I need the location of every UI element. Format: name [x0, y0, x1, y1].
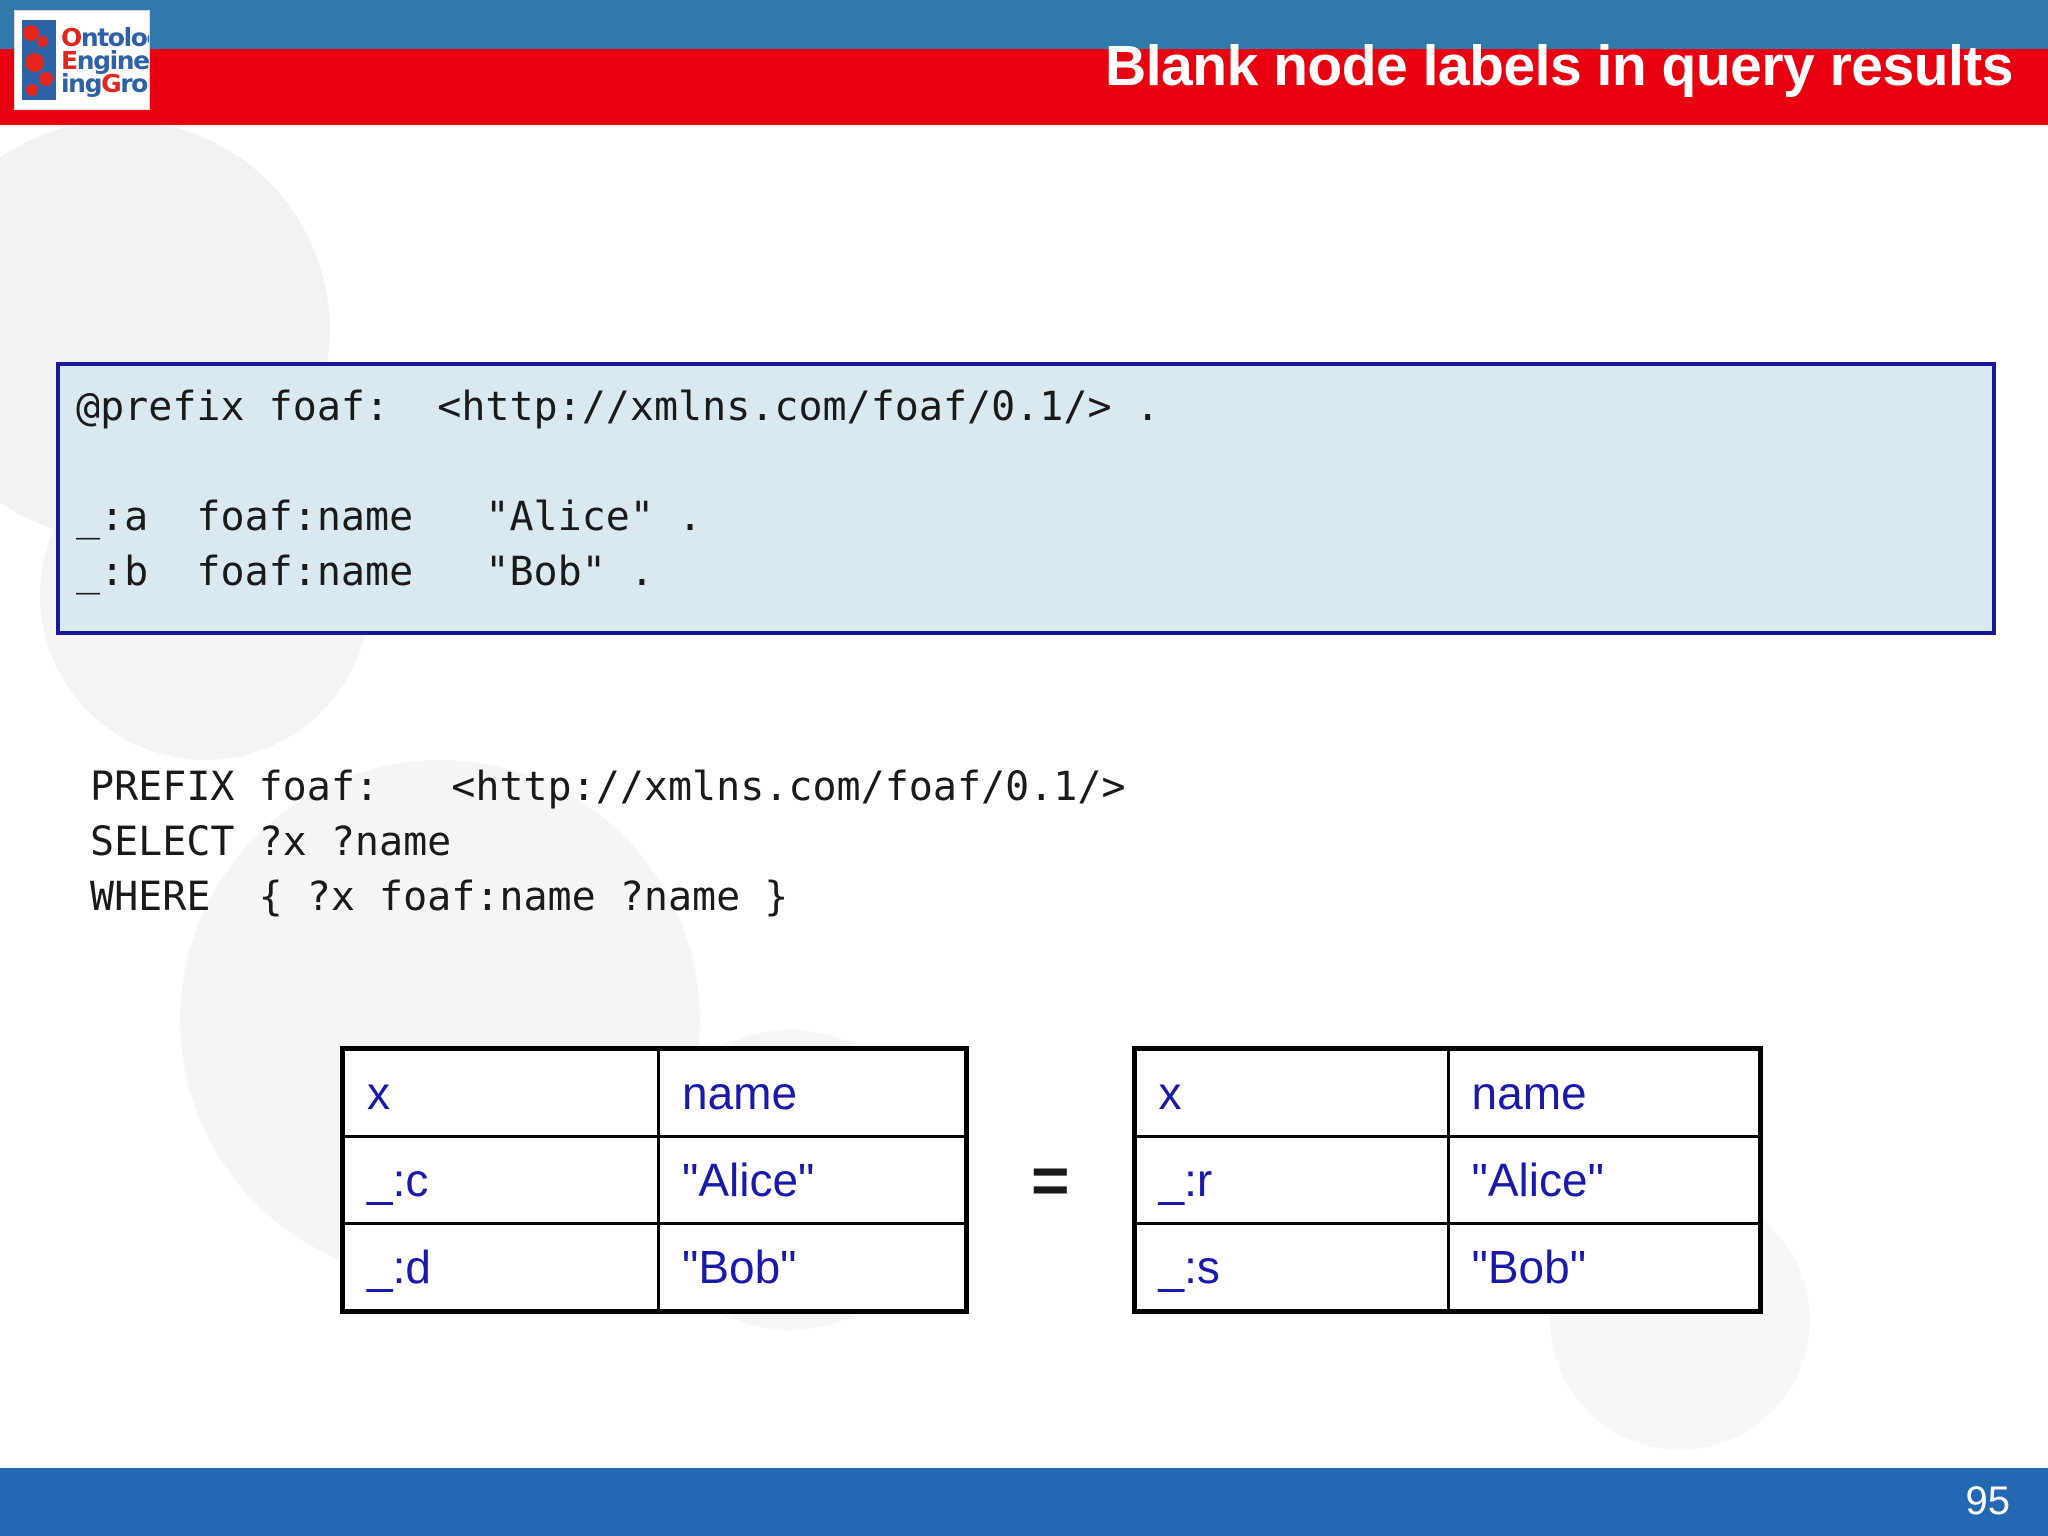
table-row: _:r "Alice" [1132, 1135, 1762, 1225]
table-cell-x: _:c [341, 1135, 660, 1225]
turtle-code-text: @prefix foaf: <http://xmlns.com/foaf/0.1… [76, 384, 1160, 595]
table-row: x name [1132, 1047, 1762, 1138]
logo-wordmark: Ontology Engineer ingGroup [61, 22, 149, 98]
results-table-left: x name _:c "Alice" _:d "Bob" [340, 1046, 969, 1314]
table-cell-x: _:r [1132, 1135, 1450, 1225]
footer-bar [0, 1468, 2048, 1536]
table-header-x: x [1132, 1047, 1450, 1138]
table-row: _:d "Bob" [341, 1222, 968, 1313]
sparql-query-text: PREFIX foaf: <http://xmlns.com/foaf/0.1/… [90, 764, 1126, 920]
table-row: x name [341, 1047, 968, 1138]
title-bar [0, 49, 2048, 125]
logo-line2: ngineer [76, 45, 149, 75]
table-cell-name: "Bob" [657, 1222, 968, 1313]
turtle-data-code-block: @prefix foaf: <http://xmlns.com/foaf/0.1… [56, 362, 1996, 635]
table-cell-name: "Bob" [1446, 1222, 1762, 1313]
table-row: _:c "Alice" [341, 1135, 968, 1225]
results-table-right: x name _:r "Alice" _:s "Bob" [1131, 1046, 1763, 1314]
table-cell-name: "Alice" [657, 1135, 968, 1225]
query-results-comparison: x name _:c "Alice" _:d "Bob" = x name _:… [340, 1046, 1763, 1314]
page-title: Blank node labels in query results [1105, 34, 2013, 98]
logo-node-graphic-icon [22, 20, 56, 100]
table-header-name: name [1446, 1047, 1762, 1138]
table-row: _:s "Bob" [1132, 1222, 1762, 1313]
table-header-name: name [657, 1047, 968, 1138]
table-header-x: x [341, 1047, 660, 1138]
ontology-engineering-group-logo: Ontology Engineer ingGroup [14, 10, 150, 110]
logo-line1: ntology [80, 22, 149, 52]
table-cell-x: _:d [341, 1222, 660, 1313]
table-cell-x: _:s [1132, 1222, 1450, 1313]
table-cell-name: "Alice" [1446, 1135, 1762, 1225]
equals-symbol: = [1031, 1143, 1070, 1217]
logo-line3: roup [120, 68, 149, 98]
page-number: 95 [1965, 1479, 2011, 1523]
header-top-strip [0, 0, 2048, 49]
